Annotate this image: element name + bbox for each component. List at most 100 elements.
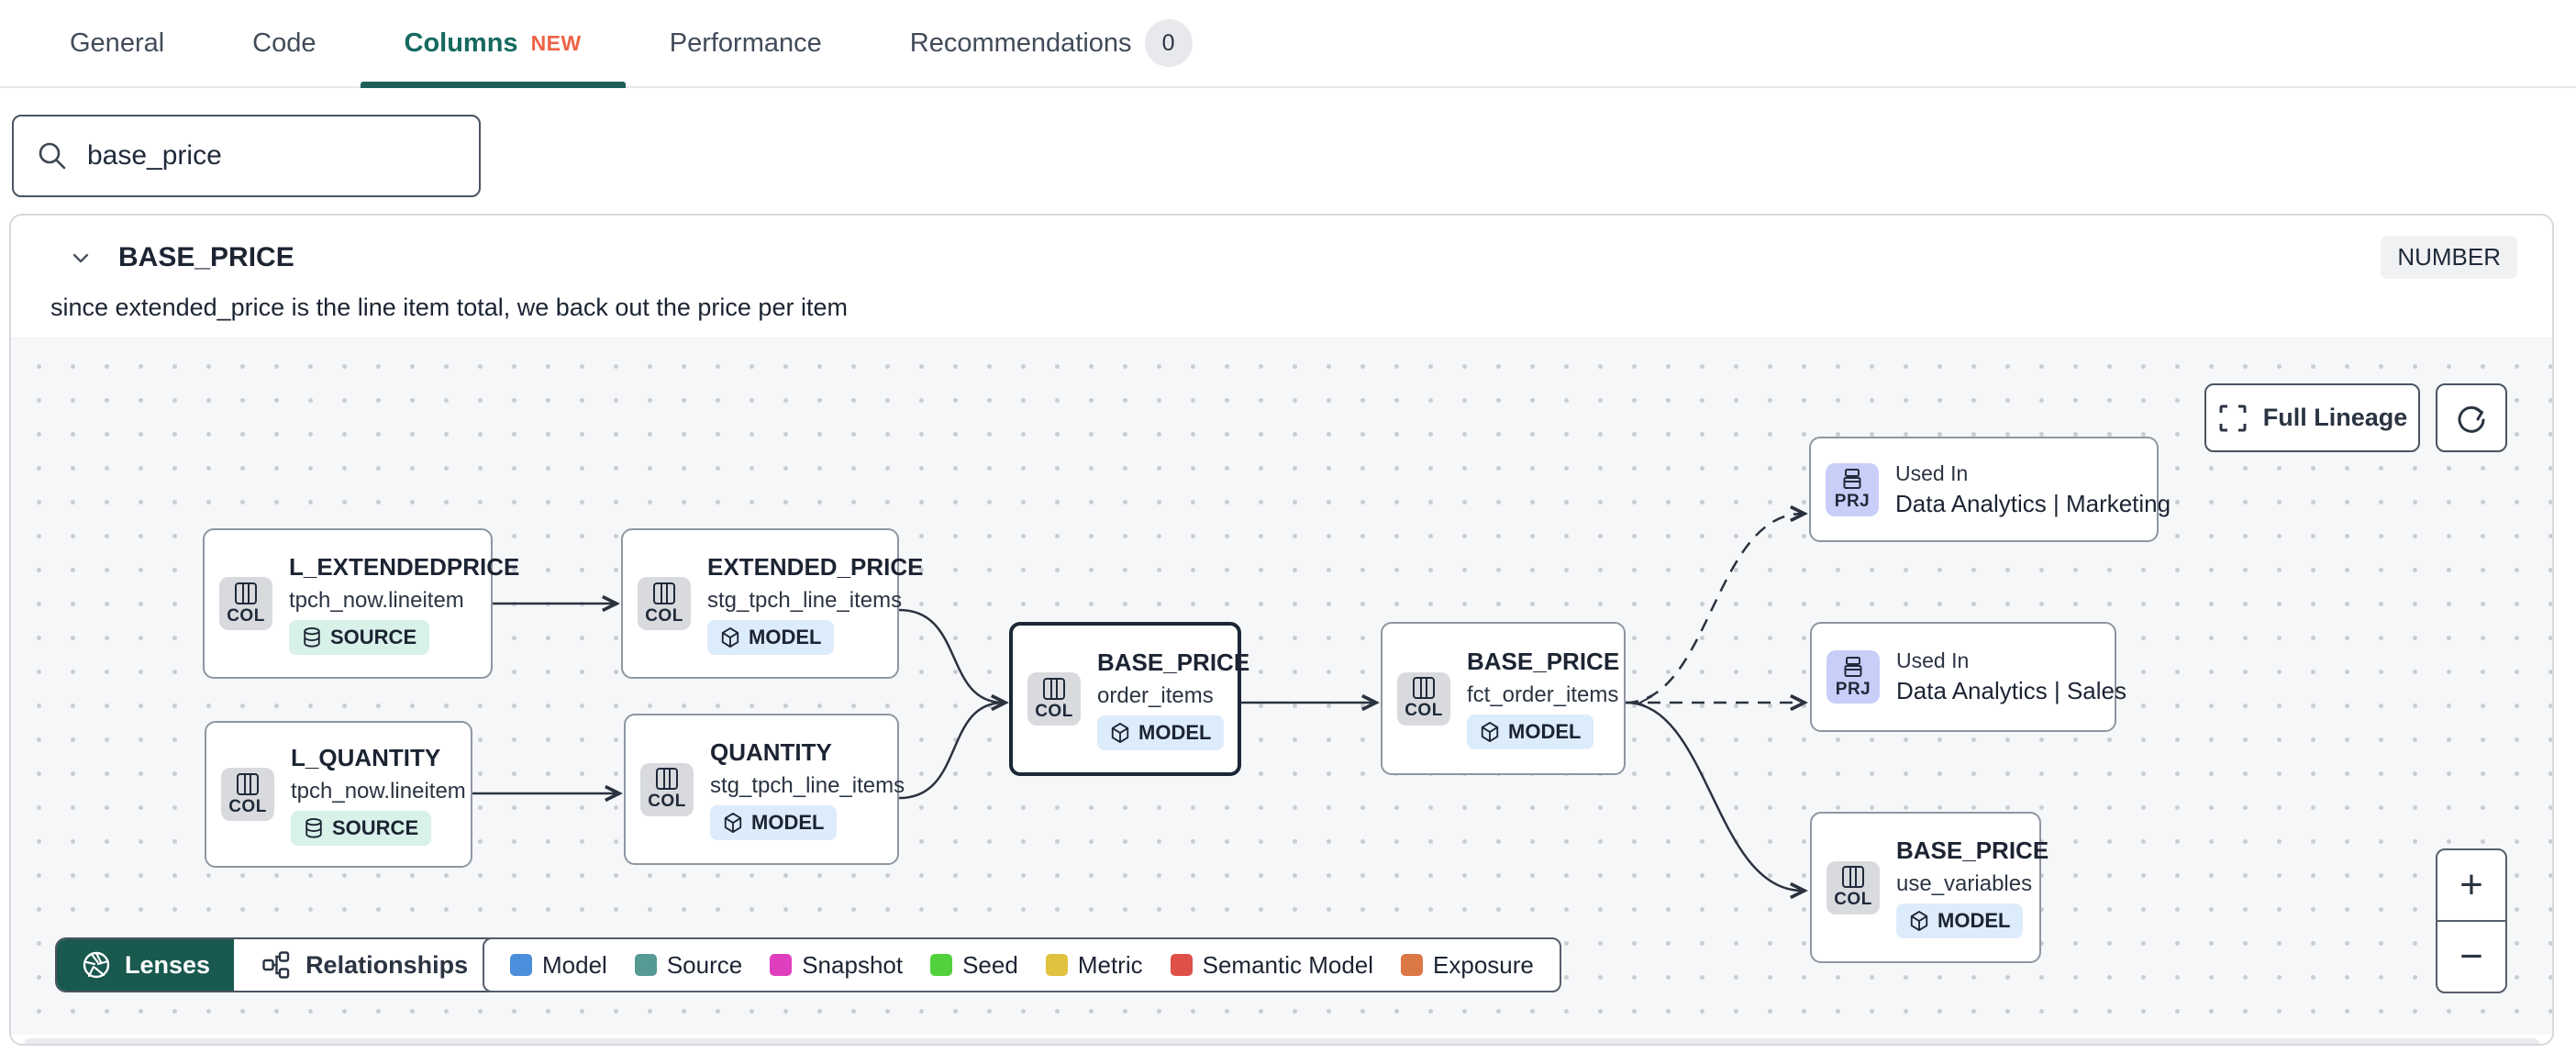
lineage-node-extended-price[interactable]: COL EXTENDED_PRICE stg_tpch_line_items M… [621,528,924,679]
node-body: BASE_PRICE use_variables MODEL [1896,837,2049,938]
columns-icon [656,768,678,790]
tab-performance[interactable]: Performance [626,0,866,86]
column-card-header: BASE_PRICE NUMBER [11,216,2552,286]
lineage-node-l-extendedprice[interactable]: COL L_EXTENDEDPRICE tpch_now.lineitem SO… [203,528,519,679]
columns-icon [1413,677,1435,699]
project-chip: PRJ [1826,462,1879,516]
legend-label: Seed [962,950,1018,979]
lineage-node-quantity[interactable]: COL QUANTITY stg_tpch_line_items MODEL [624,714,905,865]
lens-group: Lenses Relationships [55,937,535,992]
columns-icon [1043,677,1065,700]
node-title: L_EXTENDEDPRICE [289,552,520,581]
legend-item-snapshot: Snapshot [770,951,903,980]
chip-label: COL [1035,701,1073,721]
legend-label: Exposure [1433,950,1534,979]
badge-label: MODEL [749,625,822,648]
legend-item-source: Source [634,950,743,980]
tab-general[interactable]: General [26,0,208,86]
columns-icon [653,582,675,604]
legend-label: Source [666,950,743,979]
cube-icon [1111,722,1129,743]
legend-label: Semantic Model [1202,950,1374,979]
node-body: QUANTITY stg_tpch_line_items MODEL [710,738,905,840]
tab-code[interactable]: Code [208,0,360,86]
legend-swatch [634,954,657,976]
tab-columns[interactable]: Columns NEW [360,0,626,88]
resource-badge-model: MODEL [1896,903,2024,938]
node-subtitle: stg_tpch_line_items [707,587,903,613]
search-input[interactable] [87,140,472,172]
column-chip: COL [1397,671,1450,726]
column-search[interactable] [12,115,481,197]
used-in-label: Used In [1896,648,1970,672]
lineage-node-exposure-sales[interactable]: PRJ Used In Data Analytics | Sales [1810,622,2126,732]
badge-label: SOURCE [330,625,417,648]
tab-label: General [70,28,165,58]
legend-label: Snapshot [802,950,904,979]
lineage-node-l-quantity[interactable]: COL L_QUANTITY tpch_now.lineitem SOURCE [205,721,472,868]
column-chip: COL [640,762,694,816]
node-body: EXTENDED_PRICE stg_tpch_line_items MODEL [707,553,924,655]
node-subtitle: fct_order_items [1467,682,1619,707]
column-chip: COL [221,768,274,821]
column-chip: COL [638,577,691,630]
archive-icon [1843,469,1861,489]
used-in-label: Used In [1895,460,1969,485]
chip-label: COL [227,605,265,626]
relationships-dropdown[interactable]: Relationships [234,939,532,991]
node-body: Used In Data Analytics | Sales [1896,648,2126,705]
columns-icon [235,582,257,604]
lenses-button[interactable]: Lenses [57,939,235,991]
lineage-node-exposure-marketing[interactable]: PRJ Used In Data Analytics | Marketing [1809,437,2171,542]
tab-recommendations[interactable]: Recommendations 0 [866,0,1237,86]
resource-badge-source: SOURCE [289,619,430,655]
legend-label: Metric [1077,950,1143,979]
refresh-icon [2458,405,2485,433]
chip-label: PRJ [1834,492,1871,511]
horizontal-scrollbar[interactable] [24,1038,2539,1044]
aperture-icon [83,951,110,979]
node-title: QUANTITY [710,738,832,766]
zoom-out-button[interactable]: − [2459,934,2483,979]
node-body: L_EXTENDEDPRICE tpch_now.lineitem SOURCE [289,553,519,655]
legend-item-model: Model [510,951,607,980]
recommendations-count-badge: 0 [1144,19,1193,67]
legend-swatch [770,954,793,976]
node-subtitle: tpch_now.lineitem [289,587,464,613]
lineage-node-base-price-use-variables[interactable]: COL BASE_PRICE use_variables MODEL [1810,812,2049,963]
node-body: L_QUANTITY tpch_now.lineitem SOURCE [291,744,466,846]
legend-swatch [510,954,532,976]
archive-icon [1844,656,1862,677]
zoom-in-button[interactable]: + [2437,850,2505,922]
tab-label: Code [252,28,316,58]
tab-bar: General Code Columns NEW Performance Rec… [0,0,2576,88]
column-type-badge: NUMBER [2381,236,2517,279]
lineage-edges [472,338,2552,1036]
legend-swatch [930,954,953,976]
node-title: Data Analytics | Marketing [1895,489,2171,517]
resource-badge-model: MODEL [1467,715,1594,749]
lineage-node-base-price-fct-order-items[interactable]: COL BASE_PRICE fct_order_items MODEL [1381,622,1626,775]
node-body: BASE_PRICE order_items MODEL [1097,648,1249,750]
lineage-node-base-price-order-items[interactable]: COL BASE_PRICE order_items MODEL [1009,622,1249,776]
expand-icon [2219,405,2247,431]
resource-badge-model: MODEL [1097,715,1225,750]
full-lineage-button[interactable]: Full Lineage [2204,383,2420,452]
tab-label: Performance [669,28,822,58]
cube-icon [724,813,742,833]
node-subtitle: use_variables [1896,871,2033,896]
chip-label: PRJ [1835,679,1871,699]
columns-icon [237,772,259,795]
legend-swatch [1401,954,1424,976]
chip-label: COL [645,605,683,626]
badge-label: MODEL [751,811,825,834]
refresh-button[interactable] [2436,383,2507,452]
node-title: BASE_PRICE [1896,837,2049,864]
relationships-icon [262,951,290,979]
node-title: EXTENDED_PRICE [707,552,924,581]
collapse-chevron-icon[interactable] [69,249,93,266]
columns-icon [1842,866,1864,888]
lineage-canvas[interactable]: COL L_EXTENDEDPRICE tpch_now.lineitem SO… [11,338,2552,1035]
node-subtitle: stg_tpch_line_items [710,773,905,798]
column-name: BASE_PRICE [118,241,294,272]
